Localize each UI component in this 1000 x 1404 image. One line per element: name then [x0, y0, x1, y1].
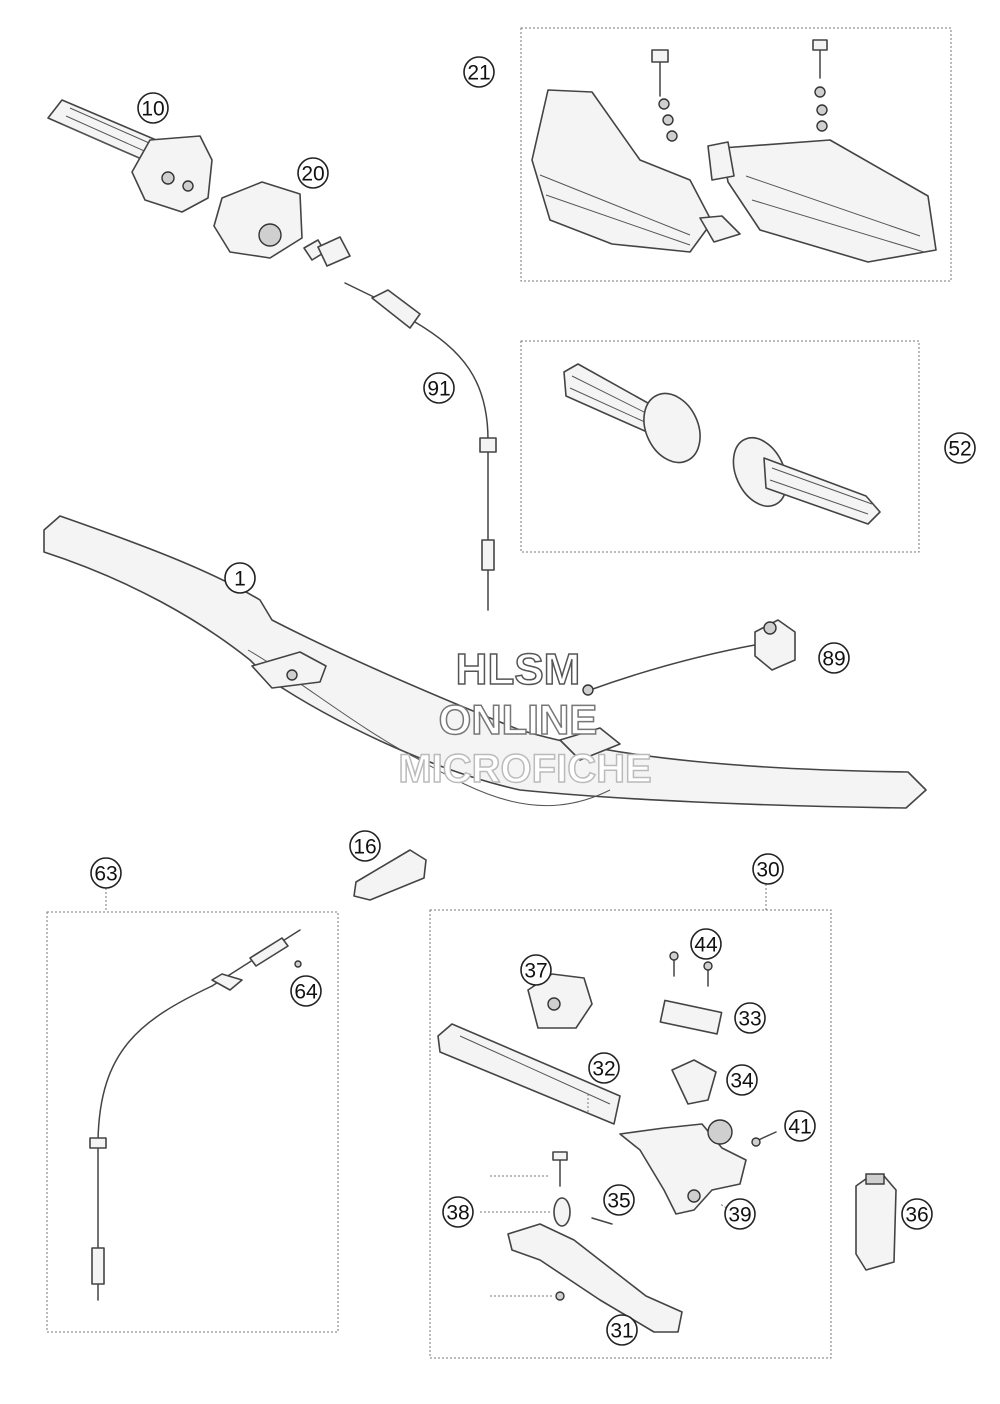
svg-text:16: 16: [353, 836, 376, 859]
clutch-cable-box: [46, 911, 339, 1333]
callout-32: 32: [588, 1052, 620, 1084]
svg-text:52: 52: [948, 438, 971, 461]
svg-text:37: 37: [524, 960, 547, 983]
svg-text:64: 64: [294, 981, 318, 1004]
svg-text:30: 30: [756, 859, 779, 882]
callout-35: 35: [603, 1184, 635, 1216]
watermark-line-3: MICROFICHE: [398, 747, 651, 791]
brake-fluid-bottle-part: [855, 1173, 897, 1271]
callout-64: 64: [290, 975, 322, 1007]
svg-text:89: 89: [822, 648, 845, 671]
callout-21: 21: [463, 56, 495, 88]
bar-pad-part: [353, 849, 427, 901]
watermark-line-1: HLSM: [456, 645, 581, 694]
svg-text:1: 1: [234, 568, 246, 591]
svg-text:33: 33: [738, 1008, 761, 1031]
callout-34: 34: [726, 1064, 758, 1096]
grip-set-box: [520, 340, 920, 553]
callout-38: 38: [442, 1196, 474, 1228]
callout-20: 20: [297, 157, 329, 189]
svg-text:63: 63: [94, 863, 117, 886]
svg-text:32: 32: [592, 1058, 615, 1081]
handguard-part: [531, 39, 937, 263]
callout-52: 52: [944, 432, 976, 464]
grip-set-part: [563, 363, 881, 525]
svg-text:91: 91: [427, 378, 450, 401]
callout-30: 30: [752, 853, 784, 885]
handguard-kit-box: [520, 27, 952, 282]
throttle-cover-part: [213, 181, 303, 259]
throttle-grip-part: [47, 99, 213, 213]
svg-text:44: 44: [694, 934, 718, 957]
watermark: HLSM ONLINE MICROFICHE: [398, 644, 653, 792]
callout-1: 1: [224, 562, 256, 594]
kill-switch-part: [582, 619, 796, 696]
callout-31: 31: [606, 1314, 638, 1346]
brake-master-cylinder-part: [437, 951, 777, 1333]
svg-text:21: 21: [467, 62, 490, 85]
callout-39: 39: [724, 1198, 756, 1230]
handlebar-part: [43, 515, 927, 809]
watermark-line-2: ONLINE: [439, 696, 598, 743]
throttle-cable-part: [303, 236, 497, 611]
callout-10: 10: [137, 92, 169, 124]
svg-text:10: 10: [141, 98, 164, 121]
callout-89: 89: [818, 642, 850, 674]
callout-41: 41: [784, 1110, 816, 1142]
callout-44: 44: [690, 928, 722, 960]
svg-text:31: 31: [610, 1320, 633, 1343]
callout-63: 63: [90, 857, 122, 889]
svg-text:20: 20: [301, 163, 324, 186]
brake-assembly-box: [429, 909, 832, 1359]
callout-91: 91: [423, 372, 455, 404]
callout-36: 36: [901, 1198, 933, 1230]
callout-16: 16: [349, 830, 381, 862]
callout-33: 33: [734, 1002, 766, 1034]
svg-text:34: 34: [730, 1070, 754, 1093]
svg-text:38: 38: [446, 1202, 469, 1225]
clutch-cable-part: [89, 929, 302, 1301]
svg-text:41: 41: [788, 1116, 811, 1139]
svg-text:35: 35: [607, 1190, 630, 1213]
svg-text:36: 36: [905, 1204, 928, 1227]
svg-text:39: 39: [728, 1204, 751, 1227]
callout-37: 37: [520, 954, 552, 986]
